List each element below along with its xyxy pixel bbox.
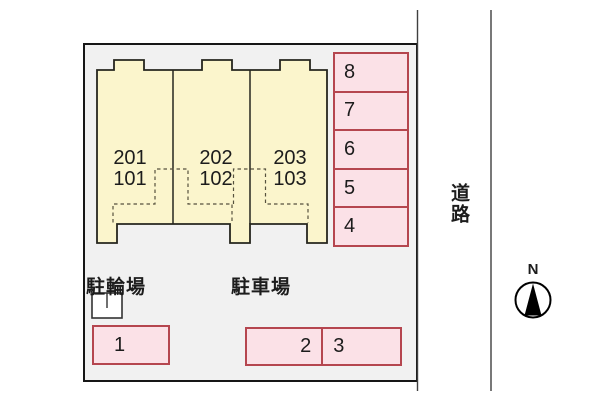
unit-upper-number: 202 (199, 147, 233, 169)
parking-space-2: 2 (300, 335, 312, 357)
compass-north-label: N (527, 261, 539, 278)
side-parking-column: 8 7 6 5 4 (333, 52, 409, 247)
parking-space-5: 5 (335, 167, 407, 207)
parking-space-8: 8 (344, 60, 356, 83)
unit-label-3: 203 103 (260, 148, 320, 190)
balcony-dashed-line-right (232, 168, 309, 223)
parking-space-3: 3 (321, 329, 400, 364)
unit-label-2: 202 102 (186, 148, 246, 190)
parking-space-6: 6 (335, 129, 407, 168)
unit-lower-number: 103 (273, 168, 307, 190)
car-parking-label: 駐車場 (231, 277, 292, 298)
balcony-dashed-line-left (112, 168, 233, 223)
unit-upper-number: 201 (113, 147, 147, 169)
compass-icon (514, 281, 552, 319)
parking-space-4: 4 (335, 206, 407, 245)
bicycle-parking-label: 駐輪場 (86, 277, 147, 298)
parking-space-7: 7 (335, 90, 407, 130)
bottom-parking-row: 2 3 (245, 327, 402, 366)
unit-lower-number: 102 (199, 168, 233, 190)
road-label: 道路 (448, 183, 469, 225)
unit-upper-number: 203 (273, 147, 307, 169)
unit-label-1: 201 101 (100, 148, 160, 190)
unit-lower-number: 101 (113, 168, 147, 190)
parking-space-1: 1 (92, 325, 170, 365)
